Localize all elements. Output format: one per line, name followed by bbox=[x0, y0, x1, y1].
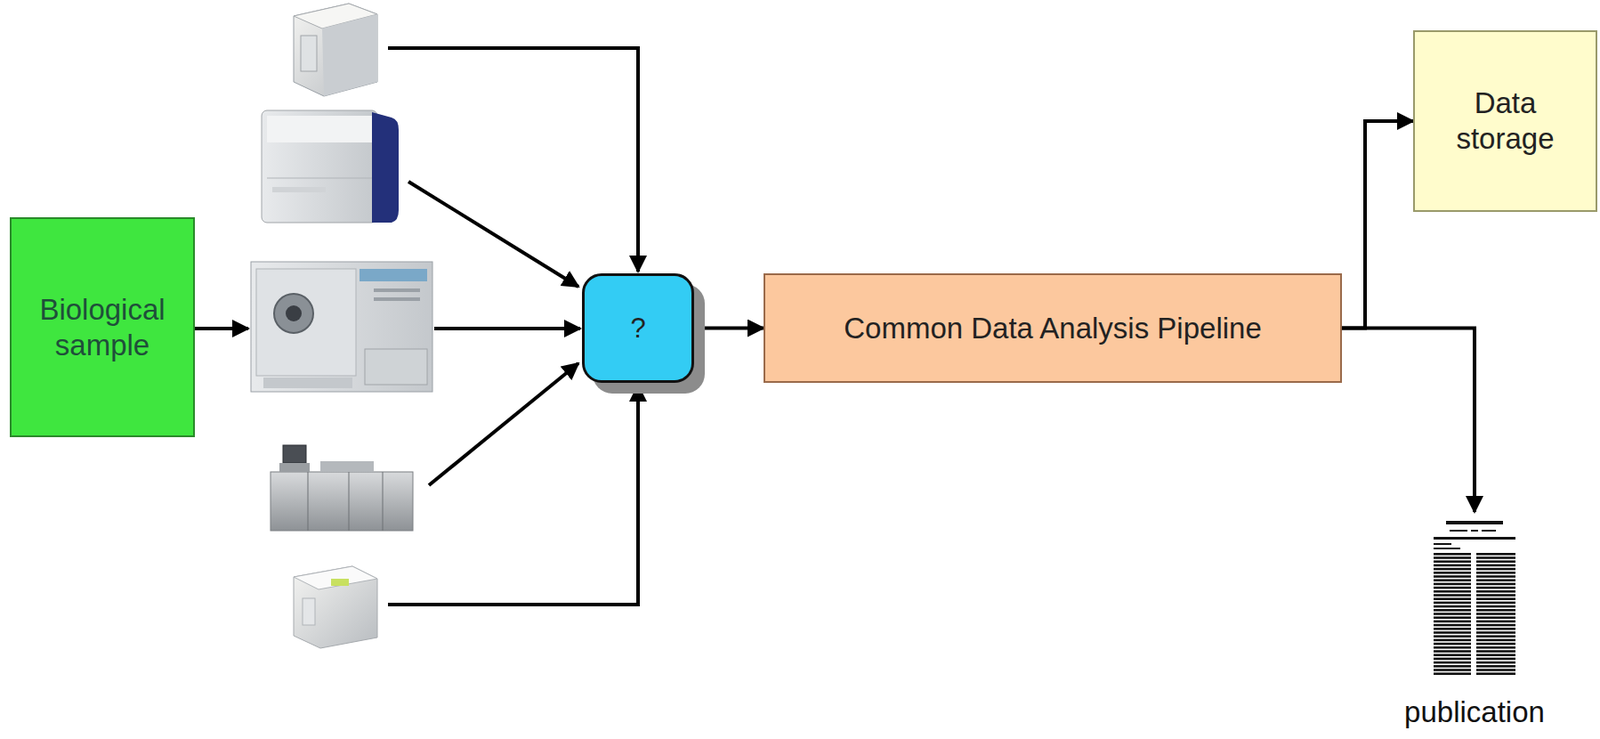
node-label: Biological sample bbox=[22, 291, 183, 363]
instrument-arrow bbox=[408, 181, 579, 287]
node-label: Common Data Analysis Pipeline bbox=[843, 310, 1262, 347]
instrument-4 bbox=[270, 444, 413, 531]
document-icon bbox=[1421, 511, 1528, 677]
instrument-arrow bbox=[387, 48, 639, 272]
instrument-2 bbox=[261, 110, 399, 223]
instrument-arrow bbox=[387, 385, 639, 605]
instrument-1 bbox=[293, 3, 378, 97]
publication-node: publication bbox=[1400, 511, 1549, 730]
process-box: Common Data Analysis Pipeline bbox=[763, 273, 1342, 383]
instrument-arrow bbox=[428, 363, 579, 485]
unknown-box: ? bbox=[581, 273, 695, 383]
node-label: Data storage bbox=[1438, 85, 1573, 156]
sample-arrow bbox=[193, 326, 249, 331]
flow-arrow bbox=[1341, 121, 1414, 329]
sample-box: Biological sample bbox=[9, 217, 195, 437]
storage-box: Data storage bbox=[1413, 30, 1598, 212]
flow-arrow bbox=[1341, 328, 1475, 513]
node-label: publication bbox=[1404, 694, 1545, 730]
instrument-arrows bbox=[193, 48, 639, 605]
instrument-arrow bbox=[434, 326, 581, 331]
flow-arrow bbox=[694, 326, 764, 331]
node-label: ? bbox=[630, 311, 646, 345]
instrument-5 bbox=[293, 565, 378, 648]
instrument-3 bbox=[250, 261, 433, 392]
